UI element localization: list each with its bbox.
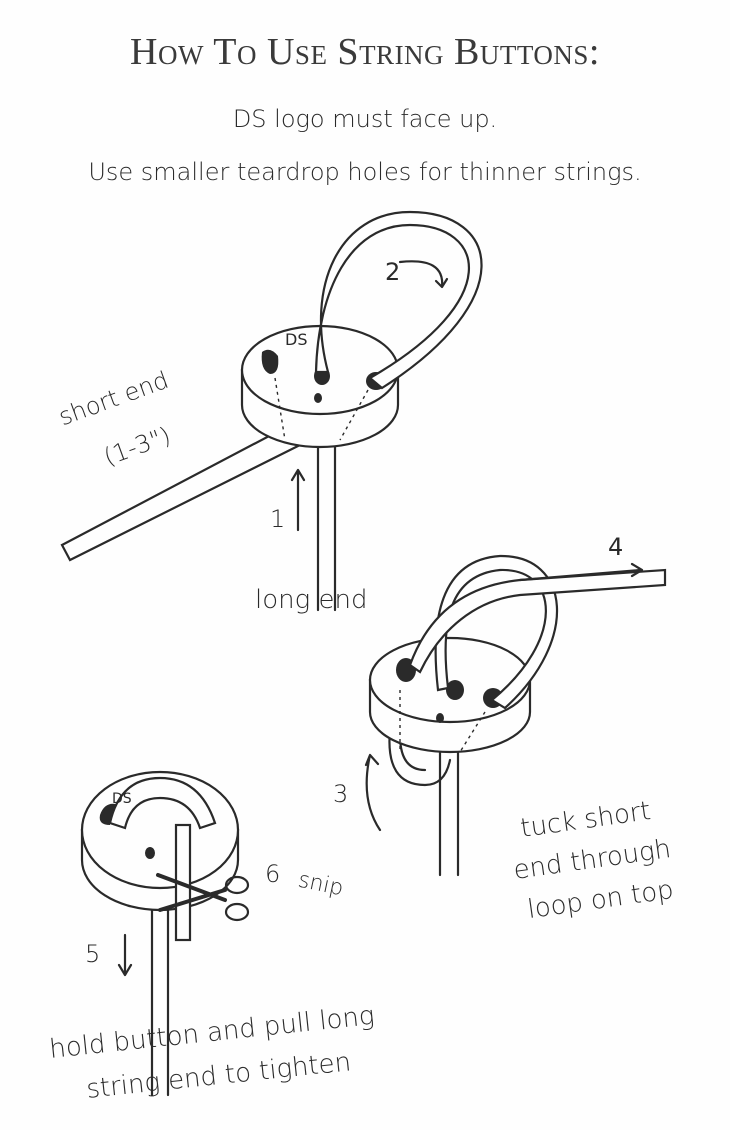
string-loop bbox=[314, 210, 483, 390]
button-step-1-2: DS 2 bbox=[60, 210, 483, 612]
step-6-number: 6 bbox=[265, 860, 281, 888]
arrow-step-3 bbox=[364, 753, 382, 832]
step-3-number: 3 bbox=[333, 780, 349, 808]
string-loop bbox=[108, 776, 217, 830]
page-title: How To Use String Buttons: bbox=[130, 31, 600, 73]
subtitle-logo-note: DS logo must face up. bbox=[232, 105, 498, 133]
arrow-step-1 bbox=[290, 468, 306, 532]
short-end-string bbox=[60, 423, 302, 562]
arrow-step-4 bbox=[518, 562, 644, 582]
ds-logo: DS bbox=[112, 791, 132, 807]
step-4-number: 4 bbox=[608, 533, 623, 561]
step-2-number: 2 bbox=[385, 258, 400, 286]
subtitle-hole-note: Use smaller teardrop holes for thinner s… bbox=[88, 158, 642, 186]
teardrop-hole bbox=[261, 349, 279, 374]
long-end-label: long end bbox=[255, 585, 368, 615]
scissors-icon bbox=[156, 873, 250, 922]
short-end-string bbox=[408, 568, 667, 674]
button-step-5-6: DS bbox=[80, 770, 250, 1097]
ds-logo: DS bbox=[285, 330, 307, 349]
button-step-3-4: 4 bbox=[364, 533, 667, 877]
step-1-number: 1 bbox=[270, 505, 286, 533]
arrow-step-5 bbox=[117, 933, 133, 977]
string-loop bbox=[434, 554, 559, 710]
step-5-number: 5 bbox=[85, 940, 101, 968]
button-top bbox=[368, 636, 532, 724]
arrow-step-2 bbox=[398, 260, 449, 289]
short-end-tuck bbox=[388, 728, 452, 787]
